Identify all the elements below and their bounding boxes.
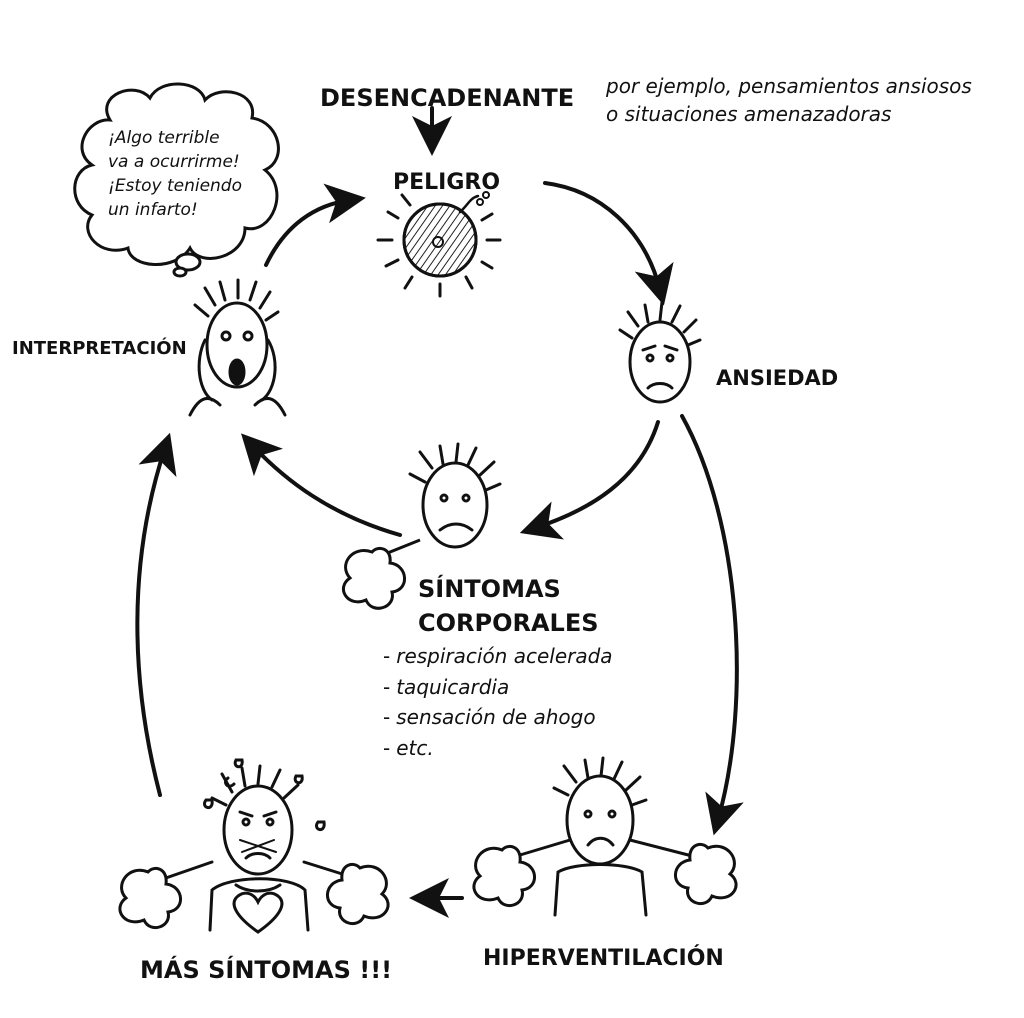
danger-label: PELIGRO: [393, 170, 501, 195]
symptom-item: -respiración acelerada: [383, 644, 613, 668]
thought-line-2: va a ocurrirme!: [108, 152, 240, 172]
symptom-list: -respiración acelerada -taquicardia -sen…: [383, 641, 613, 763]
heart-icon: [232, 891, 284, 934]
arrow-symptoms-to-interpretation: [241, 433, 402, 537]
breath-puff-icon: [342, 538, 421, 610]
thought-line-3: ¡Estoy teniendo: [108, 176, 242, 196]
thought-cloud-icon: [73, 82, 280, 278]
symptom-text: taquicardia: [396, 674, 510, 699]
arrow-danger-to-anxiety: [543, 181, 674, 306]
trigger-label: DESENCADENANTE: [320, 84, 575, 112]
thought-bubble-text: ¡Algo terrible va a ocurrirme! ¡Estoy te…: [108, 126, 242, 222]
hyperventilating-person-figure: [508, 756, 702, 917]
arrow-interpretation-to-danger: [264, 183, 366, 267]
symptom-item: -sensación de ahogo: [383, 705, 596, 729]
body-symptoms-person-figure: [408, 442, 502, 549]
trigger-note-line-2: o situaciones amenazadoras: [606, 102, 892, 126]
trigger-note-line-1: por ejemplo, pensamientos ansiosos: [606, 74, 972, 98]
symptom-text: sensación de ahogo: [396, 705, 596, 729]
panicking-person-figure: [158, 758, 357, 932]
arrow-anxiety-to-hyperventilation: [680, 414, 744, 836]
body-symptoms-label: SÍNTOMAS CORPORALES: [418, 572, 599, 640]
arrow-more-symptoms-to-interpretation: [135, 432, 177, 797]
symptom-item: -etc.: [383, 735, 434, 760]
symptom-text: respiración acelerada: [396, 644, 613, 668]
more-symptoms-label: MÁS SÍNTOMAS !!!: [140, 956, 393, 984]
body-symptoms-line-1: SÍNTOMAS: [418, 575, 561, 603]
screaming-person-figure: [188, 278, 287, 417]
anxious-person-figure: [618, 300, 702, 404]
arrow-anxiety-to-symptoms: [519, 420, 660, 540]
symptom-text: etc.: [396, 735, 434, 760]
thought-line-1: ¡Algo terrible: [108, 128, 220, 148]
body-symptoms-line-2: CORPORALES: [418, 609, 599, 637]
interpretation-label: INTERPRETACIÓN: [12, 338, 187, 359]
anxiety-label: ANSIEDAD: [716, 366, 839, 390]
thought-line-4: un infarto!: [108, 200, 198, 220]
breath-puff-icon: [472, 843, 738, 908]
bomb-icon: [376, 191, 502, 298]
breath-puff-icon: [118, 863, 390, 930]
symptom-item: -taquicardia: [383, 674, 510, 699]
trigger-note: por ejemplo, pensamientos ansiosos o sit…: [606, 72, 972, 128]
hyperventilation-label: HIPERVENTILACIÓN: [483, 946, 724, 971]
